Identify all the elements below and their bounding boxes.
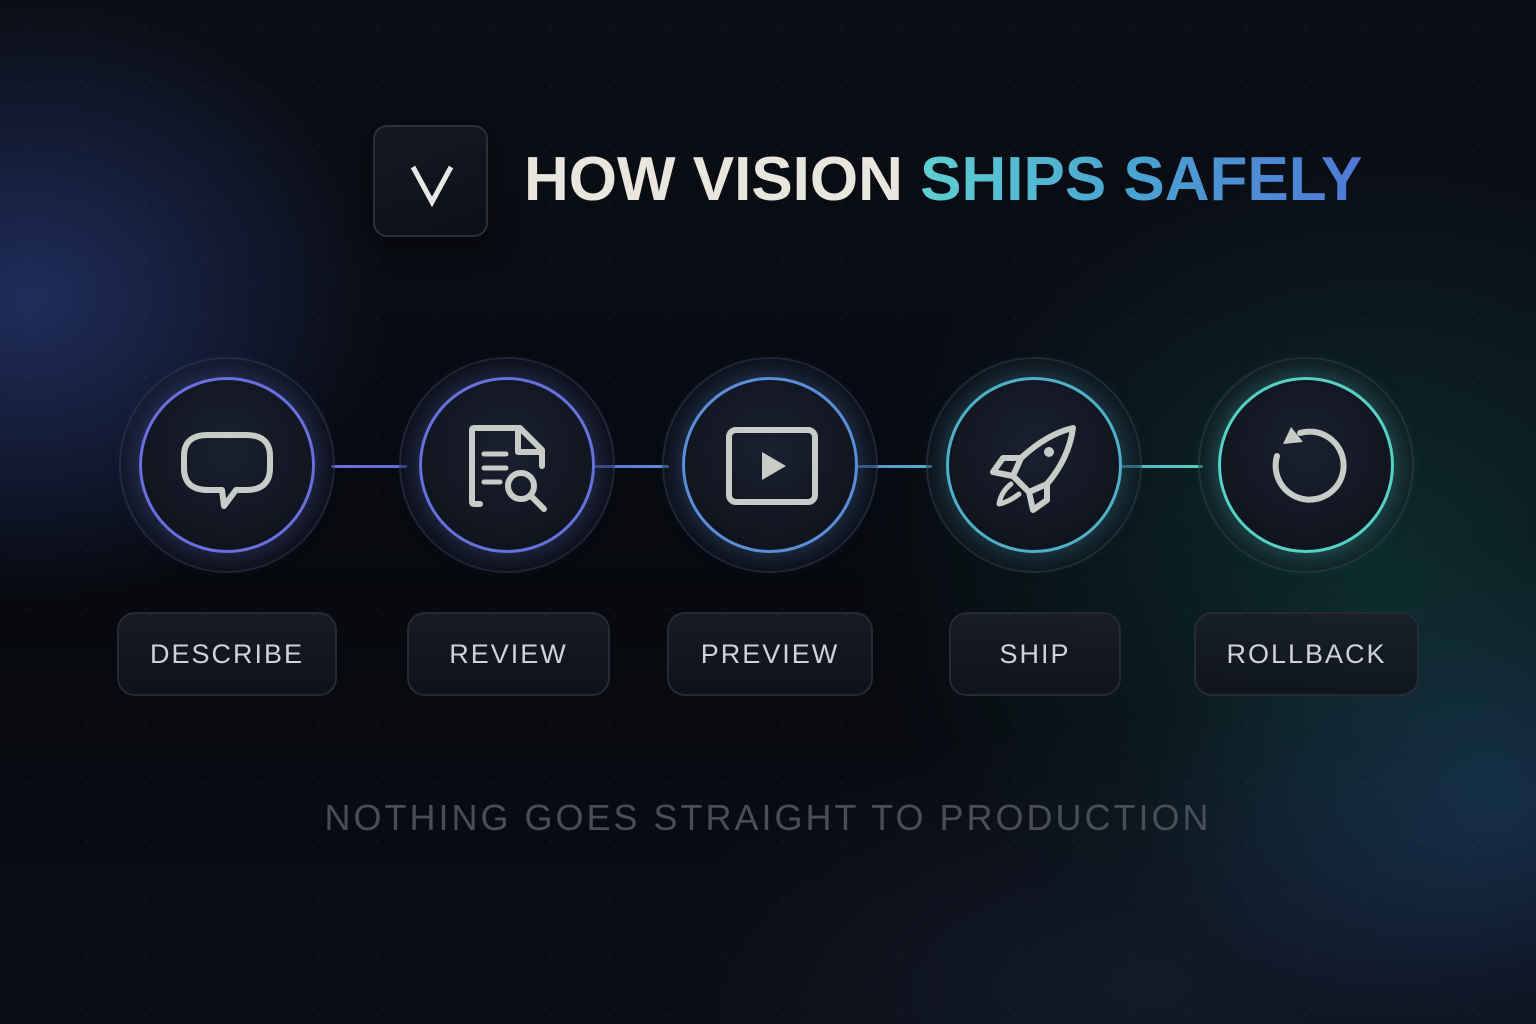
document-search-icon [469, 425, 547, 512]
tagline: NOTHING GOES STRAIGHT TO PRODUCTION [324, 797, 1212, 838]
connector-line [593, 465, 669, 468]
play-video-icon [726, 427, 818, 505]
logo-badge [373, 125, 488, 237]
step-circle-review [419, 377, 595, 553]
step-circle-ship [946, 377, 1122, 553]
step-circle-preview [682, 377, 858, 553]
step-label-preview: PREVIEW [667, 612, 873, 696]
connector-line [857, 465, 932, 468]
speech-bubble-icon [181, 432, 273, 509]
step-label-review: REVIEW [407, 612, 610, 696]
rollback-arrow-icon [1272, 427, 1347, 503]
step-label-rollback: ROLLBACK [1194, 612, 1419, 696]
v-logo-icon [410, 165, 454, 208]
page-title: HOW VISION SHIPS SAFELY [524, 140, 1362, 220]
step-circle-rollback [1218, 377, 1394, 553]
step-circle-describe [139, 377, 315, 553]
connector-line [1121, 465, 1203, 468]
step-label-ship: SHIP [949, 612, 1121, 696]
connector-line [331, 465, 407, 468]
step-label-describe: DESCRIBE [117, 612, 337, 696]
title-plain: HOW VISION [524, 145, 921, 214]
title-accent: SHIPS SAFELY [920, 145, 1363, 214]
rocket-icon [990, 425, 1076, 513]
